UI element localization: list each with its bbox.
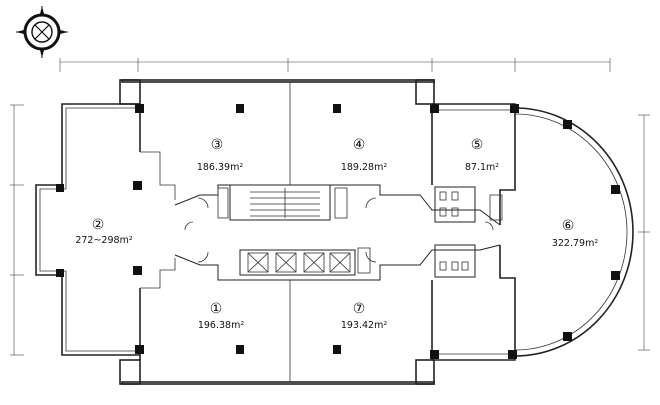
room-number: ② bbox=[92, 217, 105, 233]
room-area: 272~298m² bbox=[75, 235, 132, 246]
room-number: ④ bbox=[353, 137, 366, 153]
room-number: ⑥ bbox=[562, 218, 575, 234]
structural-columns bbox=[56, 104, 620, 359]
building-core bbox=[174, 184, 503, 281]
top-dimension-line bbox=[59, 58, 611, 72]
right-dimension-line bbox=[638, 114, 650, 351]
room-area: 186.39m² bbox=[197, 162, 243, 173]
room-label-5: ⑤ 87.1m² bbox=[465, 137, 499, 173]
room-number: ⑦ bbox=[353, 301, 366, 317]
room-area: 189.28m² bbox=[341, 162, 387, 173]
room-number: ⑤ bbox=[471, 137, 484, 153]
compass-rose-icon bbox=[16, 6, 68, 58]
room-label-7: ⑦ 193.42m² bbox=[341, 301, 387, 331]
room-area: 322.79m² bbox=[552, 238, 598, 249]
room-number: ③ bbox=[211, 137, 224, 153]
room-label-6: ⑥ 322.79m² bbox=[552, 218, 598, 249]
room-label-4: ④ 189.28m² bbox=[341, 137, 387, 173]
room-label-1: ① 196.38m² bbox=[198, 301, 244, 331]
room-number: ① bbox=[210, 301, 223, 317]
left-dimension-line bbox=[10, 104, 24, 356]
room-area: 193.42m² bbox=[341, 320, 387, 331]
room-label-3: ③ 186.39m² bbox=[197, 137, 243, 173]
room-label-2: ② 272~298m² bbox=[75, 217, 132, 246]
room-area: 87.1m² bbox=[465, 162, 499, 173]
building-outline bbox=[35, 79, 634, 385]
room-area: 196.38m² bbox=[198, 320, 244, 331]
